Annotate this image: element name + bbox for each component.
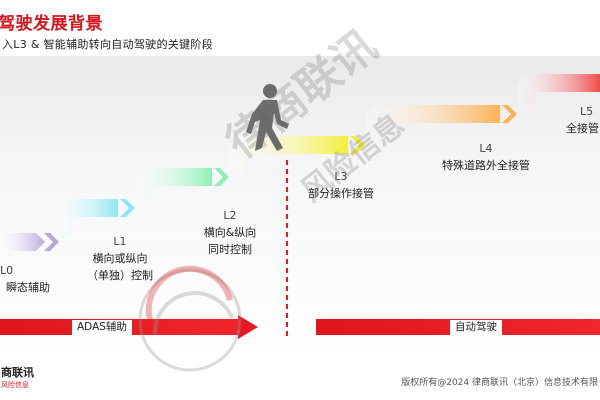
stage-l1-label: L1 横向或纵向 （单独）控制 — [78, 233, 162, 284]
stage-l0-label: L0 瞬态辅助 — [0, 262, 56, 296]
stage-level: L2 — [223, 209, 237, 222]
adas-arrow-head — [238, 315, 258, 339]
stage-desc: 部分操作接管 — [308, 187, 374, 201]
step-l2 — [136, 168, 229, 208]
step-l5 — [518, 74, 600, 114]
stage-desc: 横向或纵向 — [92, 252, 148, 266]
step-l0 — [0, 233, 59, 251]
stage-desc: 横向&纵向 — [203, 226, 257, 240]
stage-l5-label: L5 全接管 — [556, 103, 600, 137]
auto-phase-label: 自动驾驶 — [450, 320, 502, 335]
stage-level: L4 — [479, 142, 493, 155]
logo-name: 商联讯 — [1, 366, 34, 379]
walking-person-icon — [246, 84, 289, 151]
stage-level: L5 — [580, 105, 594, 118]
stage-l3-label: L3 部分操作接管 — [296, 168, 386, 202]
adas-phase-label: ADAS辅助 — [72, 320, 132, 335]
page-subtitle: 入L3 & 智能辅助转向自动驾驶的关键阶段 — [2, 38, 213, 51]
step-l4 — [366, 105, 517, 145]
logo-tagline: 风险信息 — [1, 381, 29, 389]
stage-l2-label: L2 横向&纵向 同时控制 — [190, 207, 270, 258]
stage-desc: （单独）控制 — [87, 269, 153, 283]
stage-level: L1 — [113, 235, 127, 248]
stage-level: L3 — [334, 170, 348, 183]
stage-level: L0 — [0, 264, 14, 277]
stage-l4-label: L4 特殊道路外全接管 — [424, 140, 548, 174]
copyright-text: 版权所有@2024 律商联讯（北京）信息技术有限 — [401, 378, 598, 388]
stage-desc: 全接管 — [566, 122, 599, 136]
stage-desc: 特殊道路外全接管 — [442, 159, 530, 173]
step-l1 — [55, 199, 135, 242]
stage-desc: 同时控制 — [208, 243, 252, 257]
stage-desc: 瞬态辅助 — [6, 281, 50, 295]
page-title: 驾驶发展背景 — [0, 14, 103, 34]
